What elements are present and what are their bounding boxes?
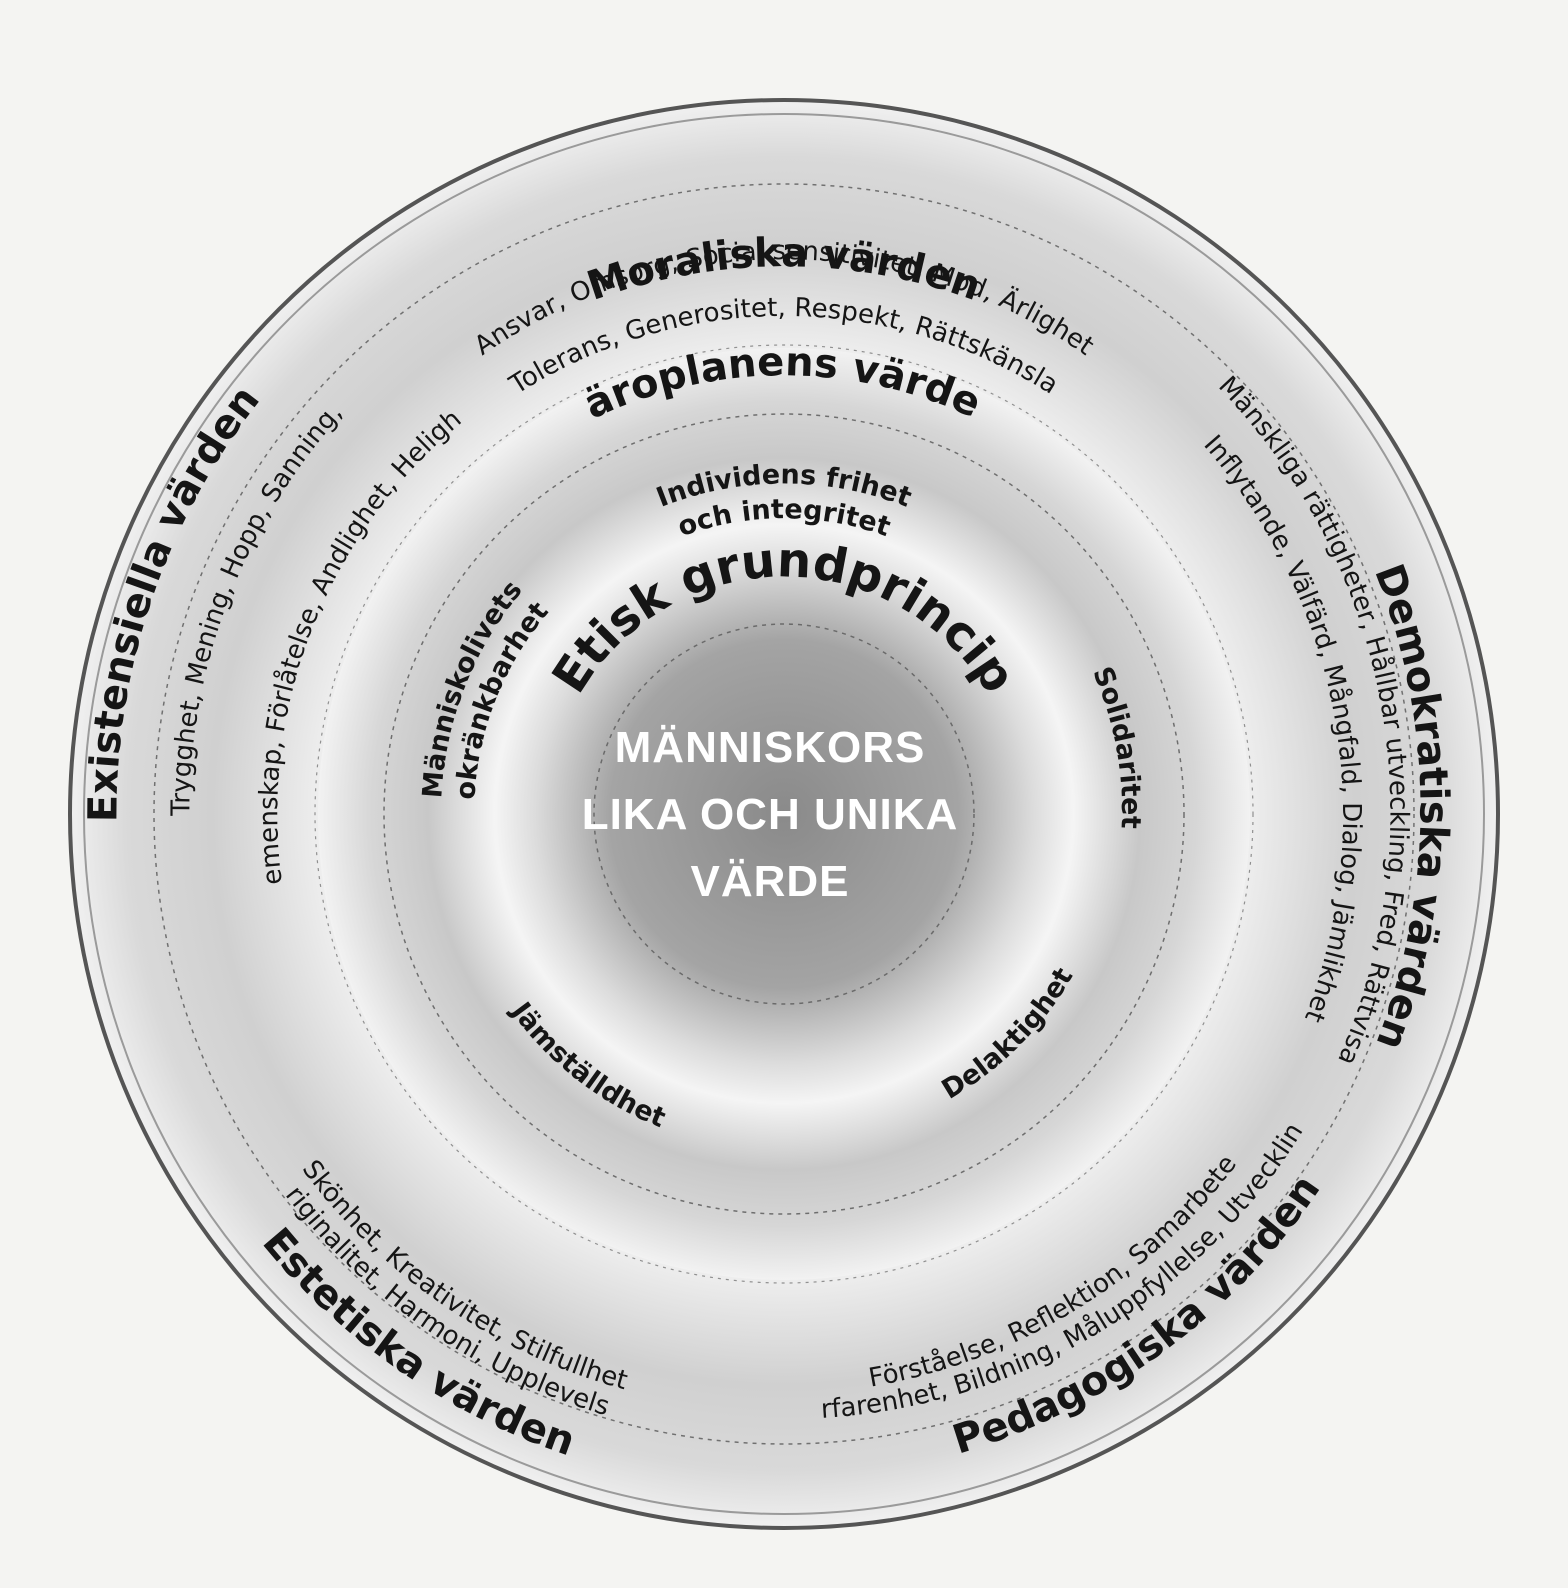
outer-dashed-inner [314,344,1254,1284]
outer-dashed-divider [153,183,1415,1445]
middle-dashed-divider [383,413,1185,1215]
outer-ring-inner-edge [83,113,1485,1515]
center-statement-line-3: VÄRDE [690,857,849,906]
center-statement-line-2: LIKA OCH UNIKA [582,790,959,839]
core-circle [494,524,1074,1104]
core-dashed-divider [593,623,975,1005]
center-statement-line-1: MÄNNISKORS [615,723,926,772]
